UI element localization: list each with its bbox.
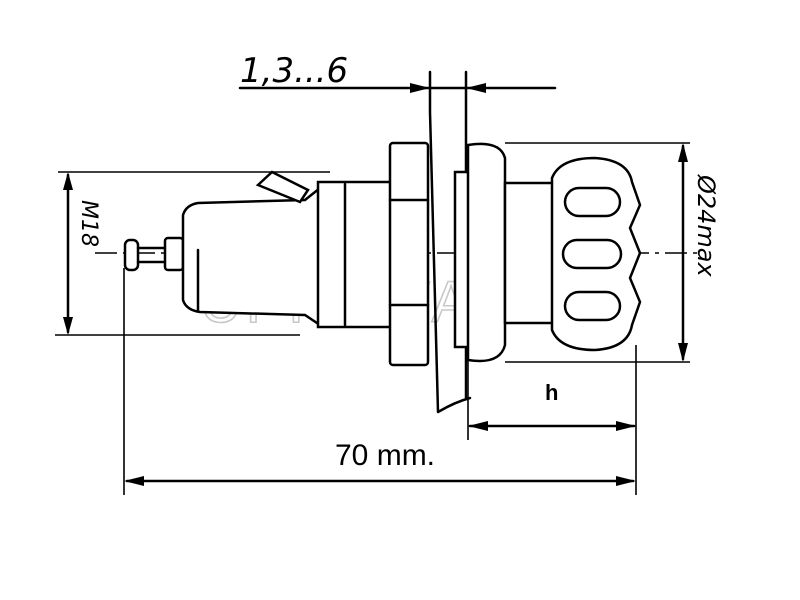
cap-groove-middle — [561, 238, 623, 270]
thread-arrow-top — [63, 172, 73, 190]
diameter-label: Ø24max — [692, 174, 720, 278]
cap-groove-top — [563, 186, 622, 218]
threaded-sleeve — [316, 180, 395, 329]
gap-arrow-right — [466, 83, 486, 93]
knurled-cap — [550, 156, 642, 352]
mounting-nut — [388, 141, 430, 367]
gap-arrow-left — [410, 83, 430, 93]
gap-label: 1,3...6 — [240, 51, 348, 91]
length-arrow-left — [124, 476, 144, 486]
solder-tab — [255, 170, 310, 204]
height-arrow-right — [616, 421, 636, 431]
cap-neck — [503, 181, 557, 325]
terminal-collar — [163, 236, 185, 272]
length-label: 70 mm. — [335, 439, 435, 472]
thread-label: M18 — [76, 200, 101, 247]
height-arrow-left — [468, 421, 488, 431]
cap-groove-bottom — [563, 290, 622, 322]
length-arrow-right — [616, 476, 636, 486]
rear-body — [181, 185, 322, 328]
diameter-arrow-top — [678, 143, 688, 162]
thread-arrow-bottom — [63, 317, 73, 335]
terminal-pin-head — [123, 238, 140, 272]
height-label: h — [545, 380, 558, 405]
diameter-arrow-bottom — [678, 343, 688, 362]
front-flange — [466, 142, 507, 363]
